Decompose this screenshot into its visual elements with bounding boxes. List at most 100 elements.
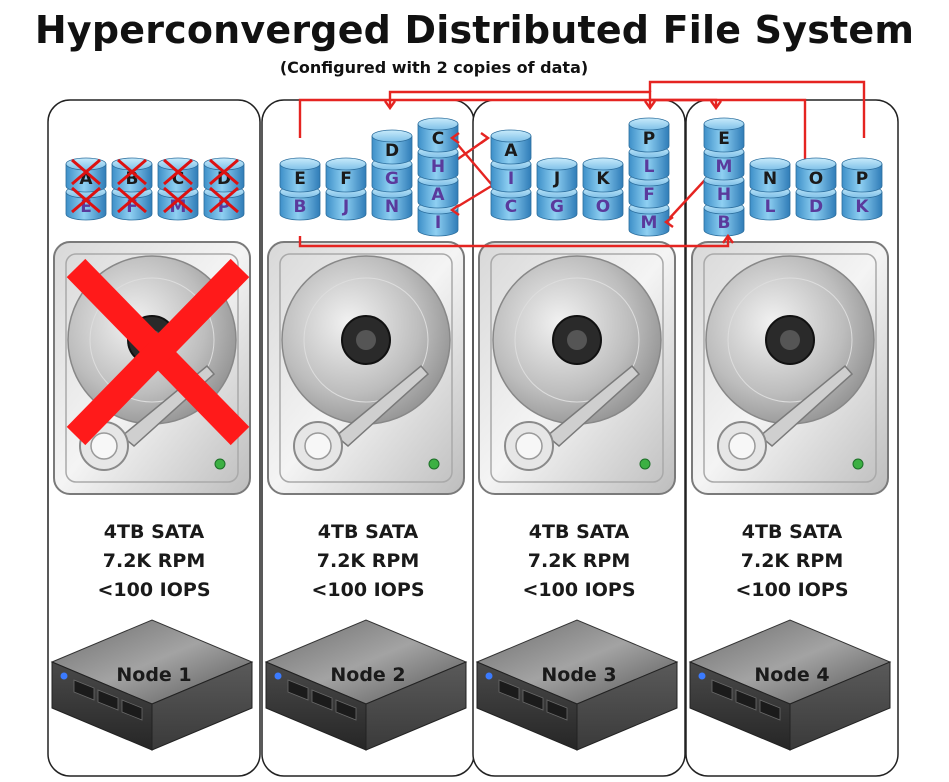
power-led-icon	[274, 672, 282, 680]
data-block: A	[490, 129, 532, 165]
hard-drive-icon	[691, 241, 889, 495]
server-icon	[264, 619, 468, 751]
node-spec: 7.2K RPM	[103, 550, 205, 572]
arrow-head	[449, 204, 460, 216]
block-label: D	[385, 141, 399, 161]
node-spec: 4TB SATA	[318, 521, 419, 543]
block-stack: MC	[157, 157, 199, 221]
block-label: I	[435, 213, 441, 233]
status-led-icon	[852, 458, 864, 470]
block-stack: CIA	[490, 129, 532, 221]
block-stack: PD	[203, 157, 245, 221]
server-side	[576, 661, 678, 751]
node-spec: 7.2K RPM	[528, 550, 630, 572]
block-label: L	[644, 157, 655, 177]
block-label: P	[856, 169, 868, 189]
block-stack: DO	[795, 157, 837, 221]
power-led-icon	[485, 672, 493, 680]
red-x-icon	[163, 158, 193, 214]
node-spec: 4TB SATA	[104, 521, 205, 543]
connector-line	[648, 80, 866, 138]
block-stack: KP	[841, 157, 883, 221]
block-label: D	[809, 197, 823, 217]
block-stack: OK	[582, 157, 624, 221]
block-stack: LN	[749, 157, 791, 221]
status-led-icon	[428, 458, 440, 470]
hard-drive-icon	[53, 241, 251, 495]
data-block: N	[749, 157, 791, 193]
block-label: H	[717, 185, 731, 205]
block-label: E	[80, 197, 92, 217]
block-stack: NGD	[371, 129, 413, 221]
data-block: D	[371, 129, 413, 165]
status-led-icon	[214, 458, 226, 470]
node-spec: 4TB SATA	[529, 521, 630, 543]
diagram-title: Hyperconverged Distributed File System	[34, 8, 915, 52]
block-label: E	[718, 129, 730, 149]
block-label: H	[431, 157, 445, 177]
diagram-subtitle: (Configured with 2 copies of data)	[279, 58, 589, 77]
data-block: C	[157, 157, 199, 193]
block-stack: EA	[65, 157, 107, 221]
data-block: C	[417, 117, 459, 153]
data-block: O	[795, 157, 837, 193]
data-block: E	[279, 157, 321, 193]
arrow-head	[449, 132, 460, 144]
data-block: D	[203, 157, 245, 193]
power-led-icon	[698, 672, 706, 680]
data-block: E	[703, 117, 745, 153]
block-label: M	[716, 157, 733, 177]
block-stack: JF	[325, 157, 367, 221]
data-block: P	[628, 117, 670, 153]
red-x-icon	[66, 258, 250, 446]
connector-line	[298, 236, 730, 248]
power-led-icon	[60, 672, 68, 680]
node-name: Node 2	[330, 664, 405, 686]
node-spec: 4TB SATA	[742, 521, 843, 543]
block-label: K	[855, 197, 869, 217]
data-block: K	[582, 157, 624, 193]
block-label: F	[340, 169, 352, 189]
server-side	[365, 661, 467, 751]
block-label: G	[385, 169, 399, 189]
node-spec: 7.2K RPM	[741, 550, 843, 572]
server-icon	[50, 619, 254, 751]
red-x-icon	[117, 158, 147, 214]
connector-line	[650, 98, 718, 108]
red-x-icon	[209, 158, 239, 214]
block-label: J	[342, 197, 349, 217]
block-label: L	[765, 197, 776, 217]
drive-arm	[545, 364, 641, 447]
node-name: Node 3	[541, 664, 616, 686]
block-stack: GJ	[536, 157, 578, 221]
connector-line	[451, 180, 499, 212]
server-side	[789, 661, 891, 751]
node-name: Node 4	[754, 664, 829, 686]
block-label: A	[504, 141, 518, 161]
block-label: J	[553, 169, 560, 189]
drive-arm	[334, 364, 430, 447]
arrow-head	[480, 132, 491, 144]
status-led-icon	[639, 458, 651, 470]
node-spec: 7.2K RPM	[317, 550, 419, 572]
block-label: F	[643, 185, 655, 205]
block-label: N	[763, 169, 777, 189]
block-label: G	[550, 197, 564, 217]
data-block: F	[325, 157, 367, 193]
data-block: B	[111, 157, 153, 193]
arrow-head	[384, 100, 396, 111]
block-stack: BE	[279, 157, 321, 221]
arrow-head	[710, 100, 722, 111]
block-label: I	[508, 169, 514, 189]
red-x-icon	[71, 158, 101, 214]
arrow-head	[722, 233, 734, 244]
block-label: K	[596, 169, 610, 189]
